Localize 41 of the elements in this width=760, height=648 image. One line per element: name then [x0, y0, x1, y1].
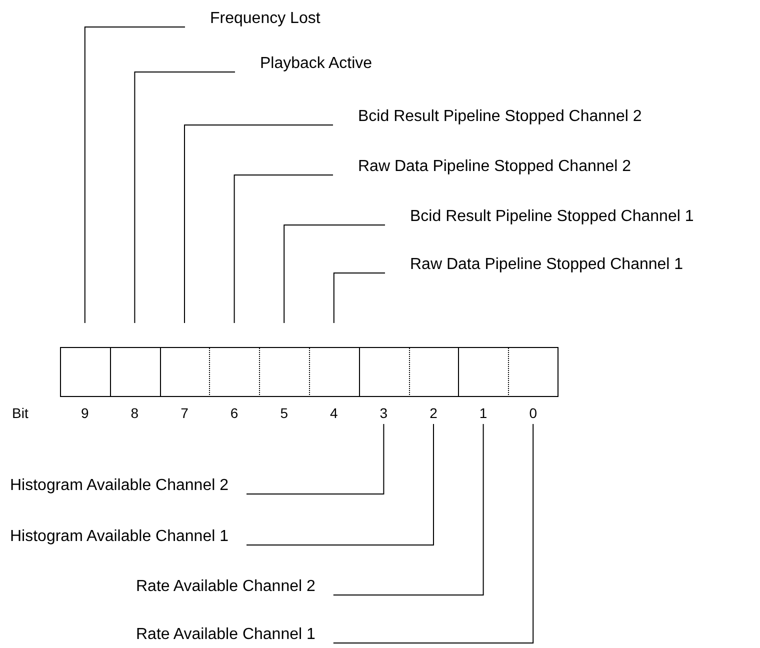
leader-line — [333, 272, 386, 324]
leader-line — [246, 424, 434, 546]
leader-line — [332, 424, 534, 644]
leader-line — [246, 424, 384, 494]
leader-line — [84, 26, 186, 324]
bit-number: 3 — [380, 404, 388, 422]
bit-number: 9 — [81, 404, 89, 422]
bit-description: Frequency Lost — [184, 10, 320, 29]
leader-line — [332, 424, 484, 596]
bit-cell — [110, 347, 160, 397]
bit-cell — [408, 347, 458, 397]
bit-cell — [259, 347, 309, 397]
bit-description: Bcid Result Pipeline Stopped Channel 2 — [332, 108, 642, 127]
bit-description: Histogram Available Channel 1 — [10, 528, 228, 547]
leader-line — [134, 72, 236, 324]
bit-cell — [209, 347, 260, 397]
bit-description: Bcid Result Pipeline Stopped Channel 1 — [384, 208, 694, 227]
bit-number: 2 — [430, 404, 438, 422]
bit-number: 5 — [280, 404, 288, 422]
bit-description: Rate Available Channel 2 — [136, 578, 316, 597]
bit-cell — [309, 347, 359, 397]
bit-cell — [358, 347, 409, 397]
bit-description: Histogram Available Channel 2 — [10, 477, 228, 496]
bit-number: 8 — [130, 404, 139, 422]
bit-cell — [160, 347, 210, 397]
leader-line — [234, 174, 334, 324]
bit-number: 7 — [180, 404, 188, 422]
bit-number: 0 — [529, 404, 537, 422]
bit-description: Raw Data Pipeline Stopped Channel 1 — [384, 256, 684, 275]
bit-description: Playback Active — [234, 55, 372, 74]
bit-description: Rate Available Channel 1 — [136, 626, 316, 645]
bit-number: 6 — [230, 404, 238, 422]
bit-number: 4 — [330, 404, 338, 422]
bit-cell — [60, 347, 110, 397]
bit-cell — [458, 347, 508, 397]
leader-line — [284, 224, 386, 324]
leader-line — [184, 124, 334, 324]
bit-cell — [508, 347, 558, 397]
bit-description: Raw Data Pipeline Stopped Channel 2 — [332, 158, 632, 177]
row-label: Bit — [12, 404, 28, 422]
bit-number: 1 — [479, 404, 488, 422]
